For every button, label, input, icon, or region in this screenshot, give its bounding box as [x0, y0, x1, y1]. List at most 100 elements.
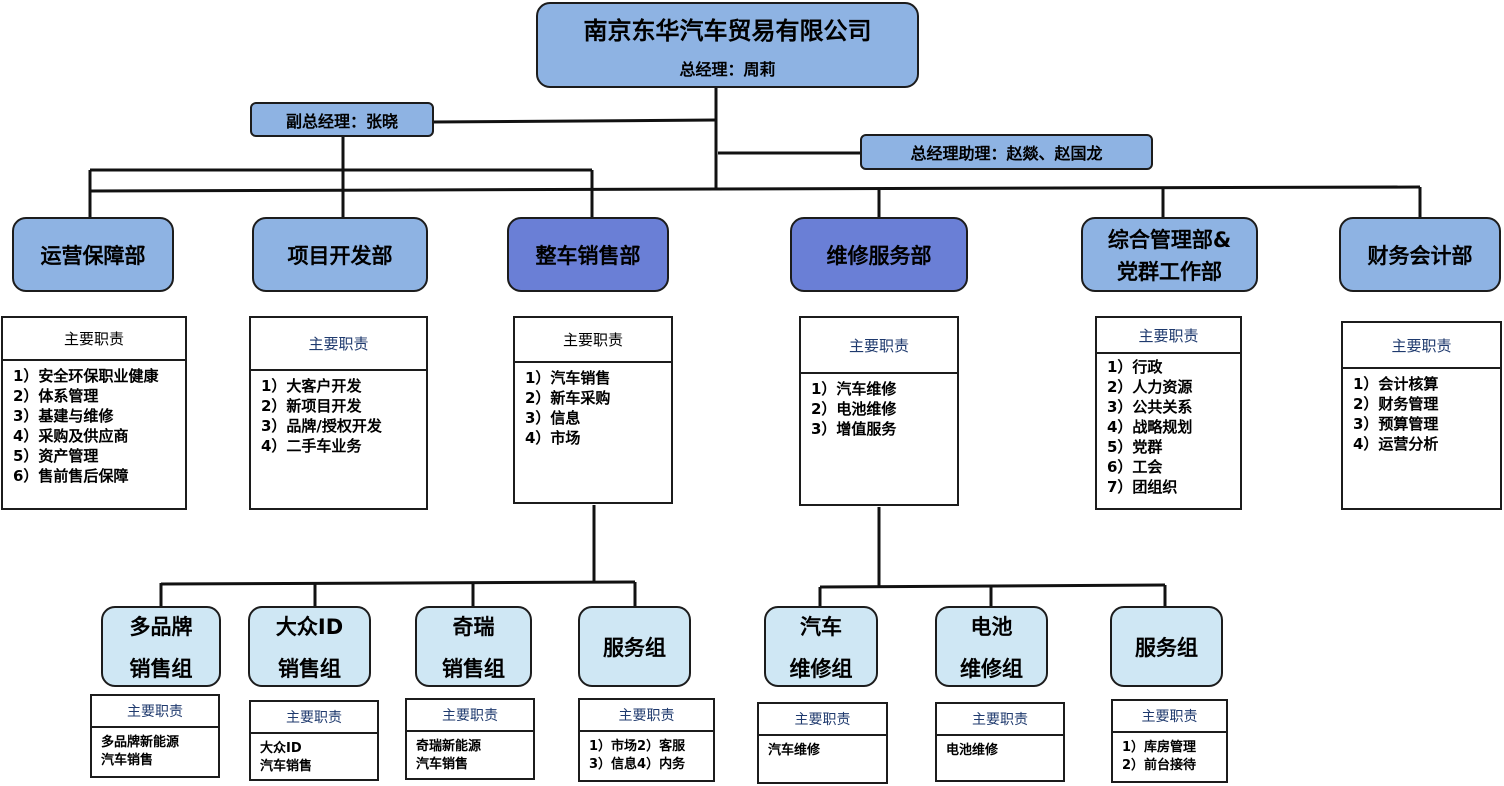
group-name-line2: 销售组: [278, 656, 341, 681]
group-node: 大众ID 销售组: [248, 606, 371, 687]
duty-header: 主要职责: [580, 700, 713, 732]
duty-item: 5）资产管理: [13, 447, 99, 465]
duty-header: 主要职责: [92, 696, 218, 728]
duty-item: 6）售前售后保障: [13, 467, 129, 485]
group-duty-box: 主要职责 大众ID 汽车销售: [249, 700, 379, 781]
duty-item: 大众ID: [260, 741, 302, 756]
group-name-line2: 维修组: [789, 656, 853, 681]
right-bus: [715, 185, 1421, 191]
department-node: 财务会计部: [1339, 217, 1501, 292]
group-name-line1: 汽车: [800, 614, 842, 639]
duty-item: 1）行政: [1107, 358, 1163, 376]
main-bus: [89, 187, 717, 193]
duty-item: 3）公共关系: [1107, 398, 1193, 416]
group-name-line2: 销售组: [129, 656, 193, 681]
group-node: 电池 维修组: [935, 606, 1048, 687]
duty-list: 奇瑞新能源 汽车销售: [407, 732, 533, 774]
duty-item: 汽车销售: [260, 759, 313, 774]
group-node: 服务组: [578, 606, 691, 687]
duty-item: 7）团组织: [1107, 478, 1178, 496]
group-name-line1: 奇瑞: [452, 614, 495, 639]
duty-header: 主要职责: [515, 318, 671, 363]
duty-header: 主要职责: [407, 700, 533, 732]
duty-item: 汽车销售: [101, 753, 154, 768]
duty-item: 汽车维修: [768, 743, 821, 758]
group-node: 服务组: [1110, 606, 1223, 687]
duty-item: 4）市场: [525, 429, 581, 447]
department-node: 维修服务部: [790, 217, 968, 292]
duty-list: 1）库房管理 2）前台接待: [1113, 733, 1226, 775]
group-duty-box: 主要职责 1）市场2）客服 3）信息4）内务: [578, 698, 715, 782]
duty-box: 主要职责 1）安全环保职业健康 2）体系管理 3）基建与维修 4）采购及供应商 …: [1, 316, 187, 510]
group-duty-box: 主要职责 多品牌新能源 汽车销售: [90, 694, 220, 778]
sales-bus: [160, 580, 636, 586]
group-node: 汽车 维修组: [764, 606, 878, 687]
group-duty-box: 主要职责 奇瑞新能源 汽车销售: [405, 698, 535, 780]
duty-header: 主要职责: [251, 702, 377, 734]
department-node: 项目开发部: [252, 217, 428, 292]
duty-item: 1）库房管理: [1122, 740, 1197, 755]
department-name: 整车销售部: [535, 243, 641, 268]
group-duty-box: 主要职责 电池维修: [935, 702, 1065, 782]
duty-box: 主要职责 1）汽车销售 2）新车采购 3）信息 4）市场: [513, 316, 673, 504]
duty-item: 1）汽车销售: [525, 369, 611, 387]
group-name-line2: 维修组: [960, 656, 1023, 681]
group-name-line1: 电池: [970, 614, 1013, 639]
duty-list: 汽车维修: [759, 736, 886, 760]
department-name: 运营保障部: [40, 243, 146, 268]
duty-header: 主要职责: [251, 318, 426, 371]
duty-item: 1）会计核算: [1353, 375, 1439, 393]
duty-header: 主要职责: [801, 318, 957, 374]
duty-item: 1）汽车维修: [811, 380, 897, 398]
duty-item: 3）预算管理: [1353, 415, 1439, 433]
gm-assistant-label: 总经理助理：赵燚、赵国龙: [910, 144, 1103, 163]
duty-box: 主要职责 1）会计核算 2）财务管理 3）预算管理 4）运营分析: [1341, 321, 1502, 510]
duty-item: 4）运营分析: [1353, 435, 1439, 453]
duty-header: 主要职责: [1097, 318, 1240, 354]
duty-item: 2）财务管理: [1353, 395, 1439, 413]
duty-list: 1）汽车销售 2）新车采购 3）信息 4）市场: [515, 363, 671, 448]
duty-item: 多品牌新能源: [101, 735, 180, 750]
group-name: 服务组: [1135, 635, 1198, 660]
duty-list: 1）会计核算 2）财务管理 3）预算管理 4）运营分析: [1343, 369, 1500, 454]
duty-item: 3）增值服务: [811, 420, 897, 438]
duty-item: 2）人力资源: [1107, 378, 1193, 396]
department-name: 维修服务部: [826, 243, 932, 268]
duty-item: 1）安全环保职业健康: [13, 367, 159, 385]
duty-item: 奇瑞新能源: [416, 739, 482, 754]
duty-item: 3）基建与维修: [13, 407, 114, 425]
duty-item: 2）新项目开发: [261, 397, 362, 415]
duty-item: 1）市场2）客服: [589, 739, 686, 754]
duty-list: 多品牌新能源 汽车销售: [92, 728, 218, 770]
duty-header: 主要职责: [3, 318, 185, 361]
duty-item: 2）新车采购: [525, 389, 611, 407]
duty-list: 电池维修: [937, 736, 1063, 760]
group-name-line1: 多品牌: [129, 614, 193, 639]
department-node: 综合管理部& 党群工作部: [1081, 217, 1258, 292]
duty-header: 主要职责: [1343, 323, 1500, 369]
group-duty-box: 主要职责 汽车维修: [757, 702, 888, 784]
duty-item: 1）大客户开发: [261, 377, 362, 395]
duty-item: 3）信息: [525, 409, 581, 427]
duty-list: 1）大客户开发 2）新项目开发 3）品牌/授权开发 4）二手车业务: [251, 371, 426, 456]
duty-header: 主要职责: [937, 704, 1063, 736]
duty-list: 1）安全环保职业健康 2）体系管理 3）基建与维修 4）采购及供应商 5）资产管…: [3, 361, 185, 486]
duty-box: 主要职责 1）行政 2）人力资源 3）公共关系 4）战略规划 5）党群 6）工会…: [1095, 316, 1242, 510]
deputy-gm-label: 副总经理：张晓: [285, 111, 398, 131]
group-name-line1: 大众ID: [275, 614, 344, 639]
department-node: 整车销售部: [507, 217, 669, 292]
company-name: 南京东华汽车贸易有限公司: [583, 16, 872, 45]
duty-item: 5）党群: [1107, 438, 1163, 456]
duty-header: 主要职责: [1113, 701, 1226, 733]
deputy-branch: [431, 118, 717, 124]
duty-list: 1）市场2）客服 3）信息4）内务: [580, 732, 713, 774]
duty-item: 2）体系管理: [13, 387, 99, 405]
deputy-gm-node: 副总经理：张晓: [250, 102, 434, 137]
group-node: 奇瑞 销售组: [415, 606, 532, 687]
general-manager: 总经理：周莉: [679, 59, 776, 79]
duty-item: 3）信息4）内务: [589, 757, 686, 772]
department-name: 项目开发部: [287, 243, 393, 268]
duty-box: 主要职责 1）汽车维修 2）电池维修 3）增值服务: [799, 316, 959, 506]
duty-item: 4）二手车业务: [261, 437, 362, 455]
